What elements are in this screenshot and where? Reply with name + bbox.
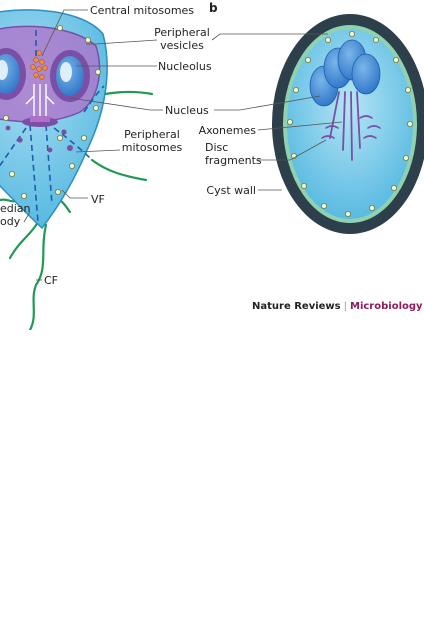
label-axonemes: Axonemes bbox=[198, 124, 256, 137]
label-peripheral-vesicles: Peripheral vesicles bbox=[150, 26, 214, 52]
median-body bbox=[22, 116, 58, 127]
dashed-axonemes bbox=[0, 30, 105, 223]
label-nucleus: Nucleus bbox=[165, 104, 209, 117]
label-peripheral-mitosomes: Peripheral mitosomes bbox=[117, 128, 187, 154]
nucleus-right bbox=[50, 50, 90, 102]
label-disc-fragments: Disc fragments bbox=[205, 141, 262, 167]
caudal-flagellum bbox=[28, 223, 48, 330]
label-cf: CF bbox=[44, 274, 59, 287]
cyst-nuclei bbox=[309, 39, 381, 107]
nucleus-left bbox=[0, 48, 26, 100]
label-peripheral-vesicles-line2: vesicles bbox=[160, 39, 204, 52]
label-nucleolus: Nucleolus bbox=[158, 60, 212, 73]
cyst-nucleus-4 bbox=[351, 53, 381, 95]
panel-letter-b: b bbox=[209, 1, 218, 15]
leader-lines-a bbox=[23, 9, 163, 281]
label-peripheral-mitosomes-line2: mitosomes bbox=[121, 141, 183, 154]
caudal-flagellum-left bbox=[8, 220, 40, 260]
label-peripheral-vesicles-line1: Peripheral bbox=[154, 26, 210, 39]
cyst-axonemes bbox=[329, 91, 361, 161]
posterolateral-flagellum-right bbox=[90, 158, 148, 182]
cyst bbox=[211, 14, 424, 234]
label-cyst-wall: Cyst wall bbox=[206, 184, 256, 197]
journal-separator: | bbox=[343, 301, 347, 312]
trophozoite bbox=[0, 9, 163, 330]
leader-lines-b bbox=[211, 33, 343, 191]
label-peripheral-mitosomes-line1: Peripheral bbox=[124, 128, 180, 141]
label-disc-fragments-line1: Disc bbox=[205, 141, 229, 154]
peripheral-mitosomes bbox=[5, 125, 73, 153]
label-disc-fragments-line2: fragments bbox=[205, 154, 262, 167]
journal-credit: Nature Reviews|Microbiology bbox=[252, 301, 423, 312]
journal-section: Microbiology bbox=[350, 301, 423, 312]
label-median-body-line2: ody bbox=[0, 215, 21, 228]
peripheral-vesicles-a bbox=[3, 24, 102, 199]
label-median-body-line1: edian bbox=[0, 202, 31, 215]
cyst-disc-fragments bbox=[321, 115, 381, 139]
label-median-body: edian ody bbox=[0, 202, 31, 228]
label-vf: VF bbox=[91, 193, 105, 206]
central-mitosomes bbox=[30, 50, 48, 80]
journal-name: Nature Reviews bbox=[252, 301, 341, 312]
label-central-mitosomes: Central mitosomes bbox=[90, 4, 195, 17]
giardia-diagram bbox=[0, 9, 424, 330]
ventral-flagellum bbox=[58, 198, 72, 214]
peripheral-vesicles-b bbox=[286, 30, 413, 217]
